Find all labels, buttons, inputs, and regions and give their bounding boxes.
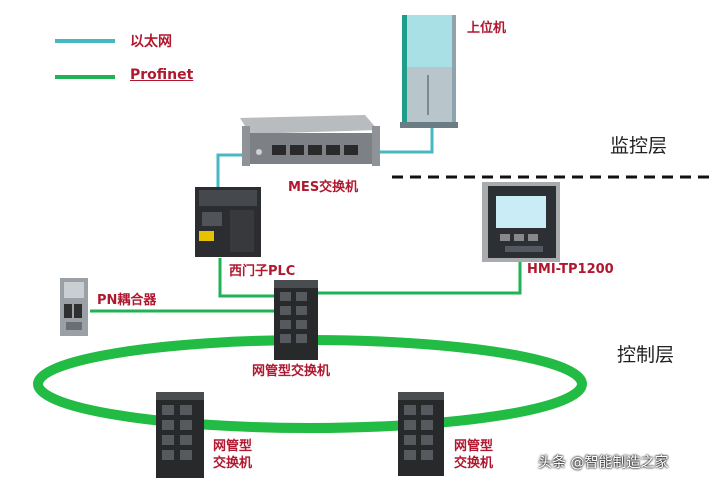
watermark: 头条 @智能制造之家 (538, 455, 669, 471)
legend-profinet-label: Profinet (130, 67, 194, 83)
control-layer-label: 控制层 (617, 344, 675, 366)
hmi-icon (482, 182, 560, 262)
managed-switch-center-label: 网管型交换机 (252, 364, 331, 379)
plc-icon (195, 187, 261, 257)
managed-switch-center-icon (274, 280, 318, 360)
managed-switch-right-label-line2: 交换机 (454, 456, 494, 471)
mes-switch-icon (240, 115, 380, 166)
ethernet-link-host-mes (370, 128, 434, 154)
profinet-link-plc-switch (218, 258, 276, 298)
mes-switch-label: MES交换机 (288, 180, 359, 195)
monitor-layer-label: 监控层 (610, 135, 668, 157)
managed-switch-left-label-line2: 交换机 (213, 456, 253, 471)
hmi-label: HMI-TP1200 (527, 262, 614, 277)
managed-switch-left-label-line1: 网管型 (213, 439, 253, 454)
host-pc-icon (400, 15, 458, 128)
managed-switch-left-icon (156, 392, 204, 478)
pn-coupler-icon (60, 278, 88, 336)
host-label: 上位机 (467, 21, 507, 36)
profinet-link-hmi-switch (318, 262, 522, 295)
pn-coupler-label: PN耦合器 (97, 293, 157, 308)
managed-switch-right-icon (398, 392, 444, 476)
legend-ethernet-label: 以太网 (130, 34, 172, 50)
managed-switch-right-label-line1: 网管型 (454, 439, 494, 454)
plc-label: 西门子PLC (229, 264, 296, 279)
